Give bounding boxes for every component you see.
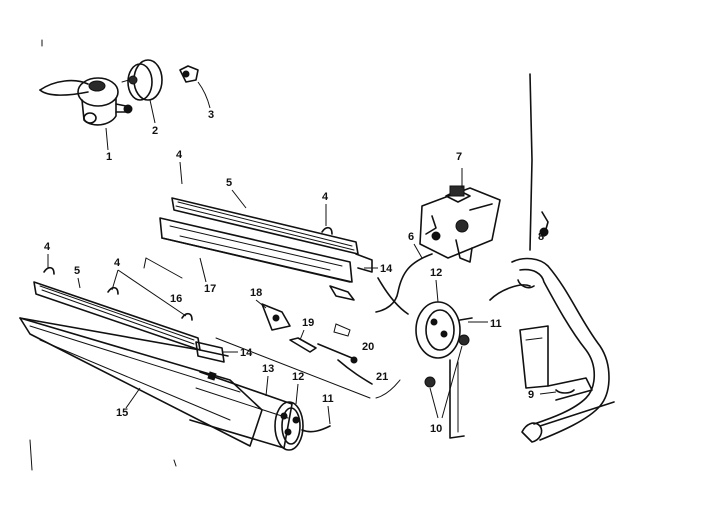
orifice-fittings-part-10 (424, 334, 470, 419)
callout-14-upper: 14 (380, 263, 393, 275)
callout-12-upper: 12 (430, 267, 442, 279)
callout-21: 21 (376, 371, 388, 383)
callout-9: 9 (528, 389, 534, 401)
callout-16: 16 (170, 293, 182, 305)
valve-body-part-1 (39, 77, 133, 151)
callout-6: 6 (408, 231, 414, 243)
pilot-parts (261, 303, 373, 385)
callout-18: 18 (250, 287, 262, 299)
callout-7: 7 (456, 151, 462, 163)
callout-20: 20 (362, 341, 374, 353)
callout-11-upper: 11 (490, 318, 502, 330)
callout-4-upper-left: 4 (176, 149, 183, 161)
callout-15: 15 (116, 407, 128, 419)
upper-end-plate-part-12 (377, 277, 473, 359)
callout-14-lower: 14 (240, 347, 253, 359)
callout-4-upper-right: 4 (322, 191, 329, 203)
callout-8: 8 (538, 231, 544, 243)
callout-4-lower-left: 4 (44, 241, 51, 253)
gas-control-valve-part-7 (419, 168, 501, 263)
callout-17: 17 (204, 283, 216, 295)
callout-12-lower: 12 (292, 371, 304, 383)
upper-burner-assembly (159, 197, 373, 301)
fitting-part-3 (179, 65, 211, 109)
callout-5-upper: 5 (226, 177, 232, 189)
callout-1: 1 (106, 151, 112, 163)
callout-11-lower: 11 (322, 393, 334, 405)
support-frame-parts-8-9 (29, 39, 615, 471)
callout-2: 2 (152, 125, 158, 137)
dial-knob-part-2 (121, 59, 163, 124)
callout-5-lower: 5 (74, 265, 80, 277)
callout-19: 19 (302, 317, 314, 329)
callout-labels: 1 2 3 4 5 4 4 5 4 6 7 8 9 10 11 11 12 12… (44, 109, 557, 435)
callout-4-lower-right: 4 (114, 257, 121, 269)
callout-3: 3 (208, 109, 214, 121)
callout-13: 13 (262, 363, 274, 375)
lower-cylinder-part-13 (189, 371, 331, 451)
misc-leader-lines (143, 257, 401, 467)
gas-tube-part-6 (375, 243, 433, 313)
callout-10: 10 (430, 423, 442, 435)
lower-burner-assembly (19, 266, 263, 447)
